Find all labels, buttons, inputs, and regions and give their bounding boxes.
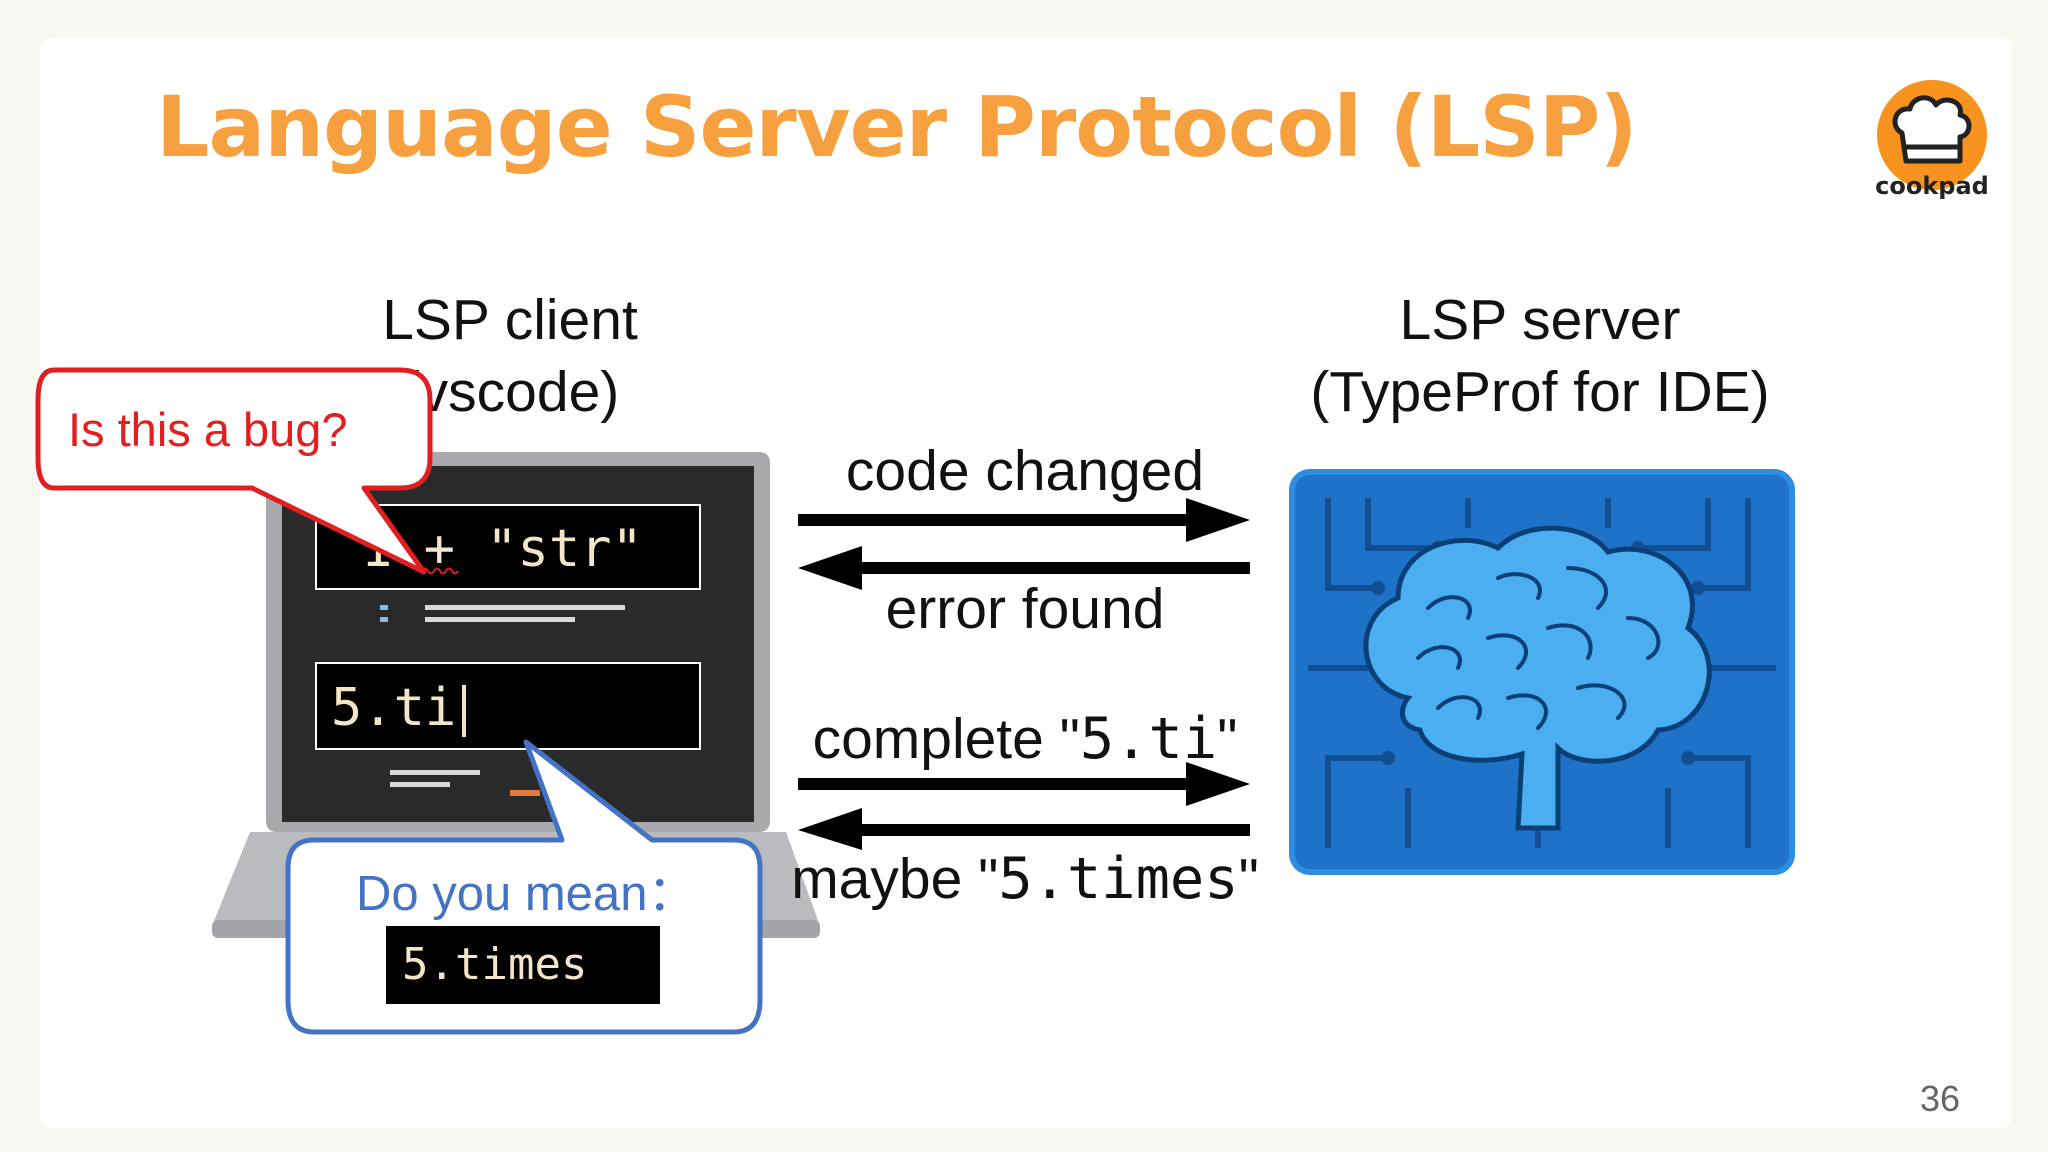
arrows xyxy=(798,498,1250,850)
slide-title: Language Server Protocol (LSP) xyxy=(156,78,1638,176)
suggestion-bubble-text: Do you mean： xyxy=(356,867,697,921)
chef-hat-icon xyxy=(1877,80,1987,190)
bug-bubble-shape xyxy=(35,367,433,575)
text-cursor xyxy=(462,685,467,737)
client-label: LSP client (vscode) xyxy=(382,288,638,424)
logo-text: cookpad xyxy=(1875,172,1989,200)
squiggle-underline xyxy=(422,567,459,575)
arrow-label-code-changed: code changed xyxy=(845,439,1205,503)
suggestion-code[interactable]: 5.times xyxy=(386,926,660,1004)
bug-bubble-text: Is this a bug? xyxy=(68,403,348,456)
arrow-label-error-found: error found xyxy=(885,577,1165,641)
page-number: 36 xyxy=(1920,1078,1961,1119)
brain-circuit-icon xyxy=(1289,469,1795,875)
code-line-completion[interactable]: 5.ti xyxy=(315,662,701,750)
arrow-label-complete: complete "5.ti" xyxy=(812,706,1238,772)
server-label: LSP server (TypeProf for IDE) xyxy=(1310,288,1770,424)
arrow-label-maybe: maybe "5.times" xyxy=(791,846,1259,912)
